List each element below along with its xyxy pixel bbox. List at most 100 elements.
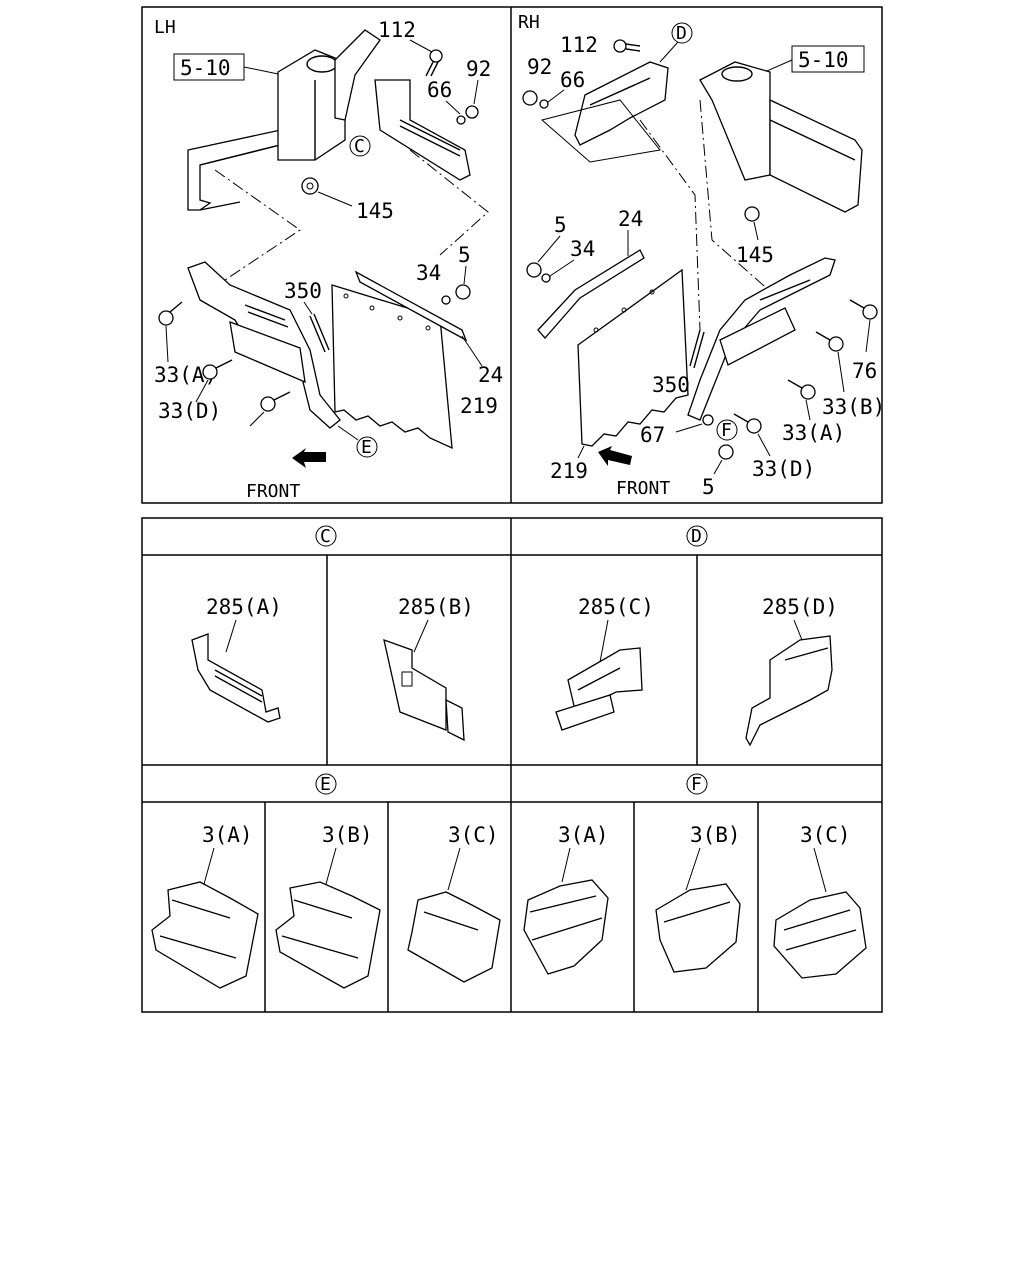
lh-nut-92 [456, 105, 479, 125]
rh-mudguard-stay [687, 257, 836, 421]
rh-bolt-350 [689, 329, 705, 369]
rh-callout-5-upper: 5 [554, 213, 567, 237]
lh-strip-24 [354, 270, 468, 342]
detail-header-c: C [315, 525, 337, 547]
rh-bolt-33a [787, 379, 816, 400]
rh-front-label: FRONT [616, 478, 670, 499]
svg-text:C: C [320, 526, 331, 547]
lh-mudflap-219 [331, 284, 453, 450]
lh-marker-c [349, 135, 371, 157]
detail-285d: 285(D) [745, 595, 838, 747]
lh-mudguard-stay [187, 261, 341, 429]
rh-callout-34: 34 [570, 237, 595, 261]
rh-callout-66: 66 [560, 68, 585, 92]
rh-bolt-76 [849, 299, 878, 320]
lh-bolt-350 [309, 313, 330, 353]
detail-header-f: F [686, 773, 708, 795]
detail-285a: 285(A) [191, 595, 282, 723]
detail-header-d: D [686, 525, 708, 547]
rh-callout-33a: 33(A) [782, 421, 845, 445]
detail-285c: 285(C) [555, 595, 654, 731]
lh-callout-112: 112 [378, 18, 416, 42]
rh-callout-33b: 33(B) [822, 395, 885, 419]
rh-nut-145 [744, 206, 760, 222]
lh-panel: LH 5-10 112 92 [154, 17, 503, 502]
lh-nut-145 [301, 177, 319, 195]
top-frame [141, 6, 883, 504]
rh-bracket-tower [699, 61, 863, 213]
svg-text:3(B): 3(B) [322, 823, 373, 847]
svg-text:E: E [361, 437, 372, 458]
lh-front-arrow [292, 448, 326, 468]
rh-callout-350: 350 [652, 373, 690, 397]
rh-panel: RH 5-10 112 D 92 66 [518, 12, 885, 499]
rh-callout-33d: 33(D) [752, 457, 815, 481]
rh-ref-box [791, 45, 865, 73]
lh-bracket-tower [277, 29, 381, 161]
detail-285b: 285(B) [383, 595, 474, 742]
lh-bolt-112 [425, 49, 443, 77]
svg-text:3(C): 3(C) [800, 823, 851, 847]
rh-callout-219: 219 [550, 459, 588, 483]
rh-callout-67: 67 [640, 423, 665, 447]
rh-bolt-33b [815, 331, 844, 352]
lh-callout-33a: 33(D) [158, 399, 221, 423]
lh-callout-66: 66 [427, 78, 452, 102]
detail-e-3b: 3(B) [275, 823, 381, 989]
lh-bolt-33a [202, 359, 233, 380]
rh-side-label: RH [518, 12, 540, 33]
lh-nut-5 [455, 284, 471, 300]
lh-callout-350: 350 [284, 279, 322, 303]
lh-bolt-76 [158, 301, 183, 326]
detail-header-e: E [315, 773, 337, 795]
lh-side-label: LH [154, 17, 176, 38]
svg-text:F: F [721, 420, 732, 441]
svg-text:285(C): 285(C) [578, 595, 654, 619]
svg-text:E: E [320, 774, 331, 795]
lh-bolt-33d [260, 391, 291, 412]
svg-text:F: F [691, 774, 702, 795]
lh-callout-5: 5 [458, 243, 471, 267]
svg-text:D: D [691, 526, 702, 547]
rh-callout-112: 112 [560, 33, 598, 57]
rh-nut-5-upper [526, 262, 551, 283]
detail-e-3a: 3(A) [151, 823, 259, 989]
lh-callout-92: 92 [466, 57, 491, 81]
rh-bolt-112 [613, 39, 641, 53]
rh-nut-92 [522, 90, 549, 109]
rh-callout-24: 24 [618, 207, 643, 231]
rh-bolt-33d [733, 413, 762, 434]
lh-marker-e [356, 436, 378, 458]
lh-ref-box-label: 5-10 [180, 56, 231, 80]
detail-f-3a: 3(A) [523, 823, 609, 975]
rh-front-arrow [598, 446, 632, 466]
lh-washer-34 [441, 295, 451, 305]
svg-text:285(A): 285(A) [206, 595, 282, 619]
lh-callout-145: 145 [356, 199, 394, 223]
rh-mudflap-219 [577, 268, 689, 447]
rh-callout-76: 76 [852, 359, 877, 383]
detail-f-3b: 3(B) [655, 823, 741, 973]
rh-marker-d [671, 22, 693, 44]
rh-washer-67 [702, 414, 714, 426]
lh-bracket-plate [374, 79, 471, 181]
lh-callout-219: 219 [460, 394, 498, 418]
rh-nut-5-lower [718, 444, 734, 460]
rh-bracket-plate [540, 61, 669, 163]
svg-text:3(A): 3(A) [202, 823, 253, 847]
lh-callout-34: 34 [416, 261, 441, 285]
svg-text:3(B): 3(B) [690, 823, 741, 847]
rh-callout-5-lower: 5 [702, 475, 715, 499]
rh-marker-f [716, 419, 738, 441]
lh-front-label: FRONT [246, 481, 300, 502]
svg-text:285(B): 285(B) [398, 595, 474, 619]
svg-text:3(A): 3(A) [558, 823, 609, 847]
svg-text:C: C [354, 136, 365, 157]
rh-callout-145: 145 [736, 243, 774, 267]
svg-text:D: D [676, 23, 687, 44]
rh-strip-24 [537, 249, 645, 339]
detail-f-3c: 3(C) [773, 823, 867, 979]
svg-text:285(D): 285(D) [762, 595, 838, 619]
rh-callout-92: 92 [527, 55, 552, 79]
